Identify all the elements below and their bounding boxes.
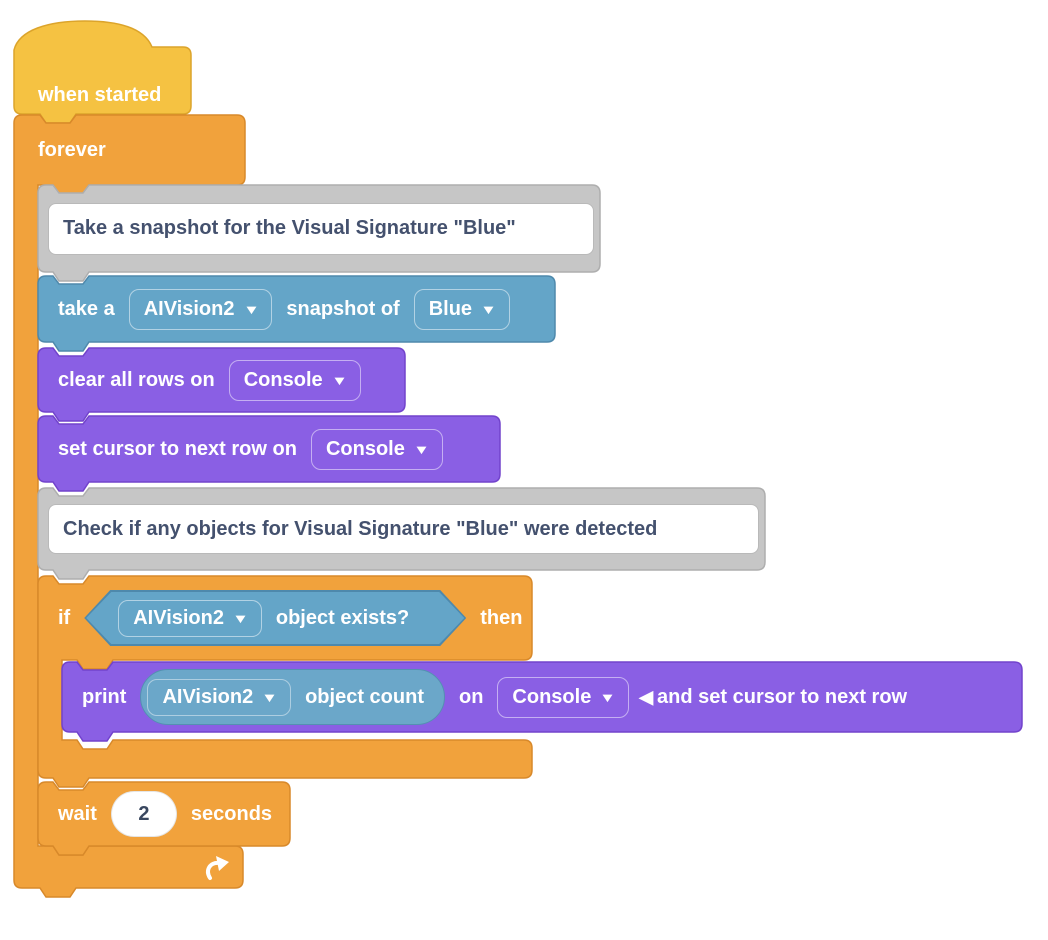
- print-target-value: Console: [512, 685, 592, 708]
- reporter-label: object count: [305, 685, 424, 708]
- print-block[interactable]: print AIVision2 ▼ object count on Consol…: [61, 661, 1023, 742]
- wait-seconds-input[interactable]: 2: [110, 791, 177, 837]
- comment-block-check[interactable]: Check if any objects for Visual Signatur…: [37, 487, 766, 580]
- dropdown-caret-icon: ▼: [232, 610, 249, 626]
- forever-label: forever: [38, 138, 106, 161]
- print-keyword-label: print: [82, 685, 127, 708]
- if-keyword-label: if: [58, 606, 71, 629]
- signature-dropdown[interactable]: Blue ▼: [413, 288, 510, 330]
- wait-seconds-value: 2: [138, 802, 150, 825]
- set-cursor-label: set cursor to next row on: [58, 437, 297, 460]
- reporter-device-value: AIVision2: [162, 685, 254, 708]
- take-snapshot-label-middle: snapshot of: [286, 297, 400, 320]
- wait-block[interactable]: wait 2 seconds: [37, 781, 291, 856]
- comment-text: Take a snapshot for the Visual Signature…: [63, 217, 516, 239]
- condition-hexagon[interactable]: AIVision2 ▼ object exists?: [84, 590, 466, 646]
- comment-text-field[interactable]: Check if any objects for Visual Signatur…: [48, 504, 759, 554]
- wait-label: wait: [58, 802, 97, 825]
- dropdown-caret-icon: ▼: [261, 689, 279, 705]
- set-cursor-target-dropdown[interactable]: Console ▼: [310, 428, 443, 470]
- reporter-device-dropdown[interactable]: AIVision2 ▼: [147, 678, 292, 716]
- vision-device-dropdown[interactable]: AIVision2 ▼: [128, 288, 273, 330]
- condition-device-value: AIVision2: [133, 606, 224, 629]
- take-snapshot-block[interactable]: take a AIVision2 ▼ snapshot of Blue ▼: [37, 275, 556, 352]
- clear-rows-target-dropdown[interactable]: Console ▼: [228, 359, 361, 401]
- condition-device-dropdown[interactable]: AIVision2 ▼: [118, 600, 262, 637]
- dropdown-caret-icon: ▼: [480, 301, 497, 317]
- comment-text-field[interactable]: Take a snapshot for the Visual Signature…: [48, 202, 594, 255]
- dropdown-caret-icon: ▼: [599, 689, 617, 705]
- object-count-reporter[interactable]: AIVision2 ▼ object count: [140, 669, 445, 725]
- dropdown-caret-icon: ▼: [412, 441, 430, 457]
- collapse-icon[interactable]: ◀: [639, 687, 654, 707]
- signature-value: Blue: [428, 297, 473, 320]
- set-cursor-block[interactable]: set cursor to next row on Console ▼: [37, 415, 501, 492]
- set-cursor-target-value: Console: [325, 437, 405, 460]
- condition-hexagon-fill: [86, 592, 464, 644]
- dropdown-caret-icon: ▼: [242, 301, 260, 317]
- when-started-block[interactable]: when started: [13, 20, 193, 124]
- take-snapshot-label-before: take a: [58, 297, 115, 320]
- then-label: then: [480, 606, 523, 629]
- loop-arrow-icon: [206, 856, 229, 880]
- vision-device-value: AIVision2: [143, 297, 235, 320]
- comment-text: Check if any objects for Visual Signatur…: [63, 517, 658, 540]
- clear-rows-label: clear all rows on: [58, 368, 215, 391]
- clear-rows-block[interactable]: clear all rows on Console ▼: [37, 347, 406, 422]
- print-suffix-label: and set cursor to next row: [657, 685, 908, 708]
- print-on-label: on: [458, 685, 484, 708]
- clear-rows-target-value: Console: [243, 368, 323, 391]
- comment-block-snapshot[interactable]: Take a snapshot for the Visual Signature…: [37, 184, 601, 282]
- condition-label: object exists?: [275, 606, 410, 629]
- wait-seconds-label: seconds: [190, 802, 273, 825]
- print-target-dropdown[interactable]: Console ▼: [497, 676, 630, 718]
- when-started-label: when started: [38, 84, 162, 106]
- dropdown-caret-icon: ▼: [330, 372, 348, 388]
